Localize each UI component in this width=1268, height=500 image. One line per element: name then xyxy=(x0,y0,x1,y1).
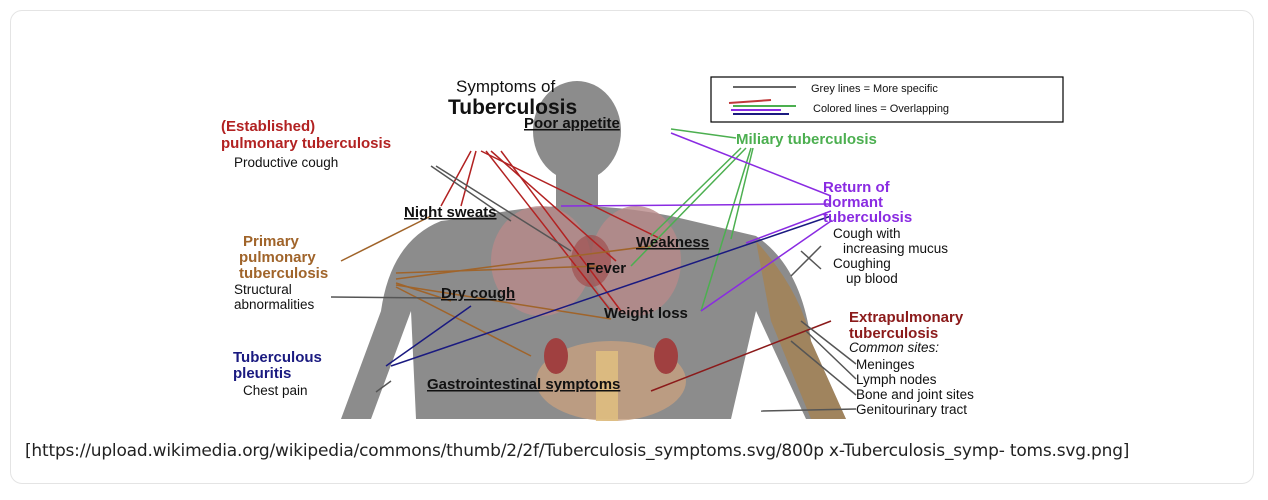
label-primary-2: pulmonary xyxy=(239,249,316,266)
label-miliary: Miliary tuberculosis xyxy=(736,131,877,148)
symptom-fever: Fever xyxy=(586,260,626,277)
label-extra-3: Common sites: xyxy=(849,340,939,355)
image-card: Symptoms of Tuberculosis Grey lines = Mo… xyxy=(10,10,1254,484)
symptom-structural-2: abnormalities xyxy=(234,297,315,312)
symptom-productive-cough: Productive cough xyxy=(234,155,338,170)
symptom-structural-1: Structural xyxy=(234,282,292,297)
symptom-poor-appetite: Poor appetite xyxy=(524,115,620,132)
label-established-2: pulmonary tuberculosis xyxy=(221,135,391,152)
symptom-gastrointestinal: Gastrointestinal symptoms xyxy=(427,376,620,393)
title-line-1: Symptoms of xyxy=(456,77,555,96)
image-caption: [https://upload.wikimedia.org/wikipedia/… xyxy=(25,438,1245,465)
symptom-dry-cough: Dry cough xyxy=(441,285,515,302)
legend-grey-lines: Grey lines = More specific xyxy=(811,83,938,95)
tuberculosis-symptoms-diagram: Symptoms of Tuberculosis Grey lines = Mo… xyxy=(11,11,1254,441)
symptom-cough-mucus-2: increasing mucus xyxy=(843,241,948,256)
symptom-weight-loss: Weight loss xyxy=(604,305,688,322)
symptom-coughing-blood-2: up blood xyxy=(846,271,898,286)
label-primary-1: Primary xyxy=(243,233,300,250)
label-pleuritis-2: pleuritis xyxy=(233,365,291,382)
label-primary-3: tuberculosis xyxy=(239,265,328,282)
symptom-night-sweats: Night sweats xyxy=(404,204,497,221)
legend: Grey lines = More specific Colored lines… xyxy=(711,77,1063,122)
site-lymph-nodes: Lymph nodes xyxy=(856,372,937,387)
symptom-chest-pain: Chest pain xyxy=(243,383,308,398)
legend-colored-lines: Colored lines = Overlapping xyxy=(813,103,949,115)
symptom-cough-mucus-1: Cough with xyxy=(833,226,901,241)
site-genitourinary: Genitourinary tract xyxy=(856,402,967,417)
label-return-3: tuberculosis xyxy=(823,209,912,226)
label-pleuritis-1: Tuberculous xyxy=(233,349,322,366)
site-bone-joint: Bone and joint sites xyxy=(856,387,974,402)
symptom-weakness: Weakness xyxy=(636,234,709,251)
label-extra-1: Extrapulmonary xyxy=(849,309,964,326)
site-meninges: Meninges xyxy=(856,357,915,372)
symptom-coughing-blood-1: Coughing xyxy=(833,256,891,271)
label-established-1: (Established) xyxy=(221,118,315,135)
